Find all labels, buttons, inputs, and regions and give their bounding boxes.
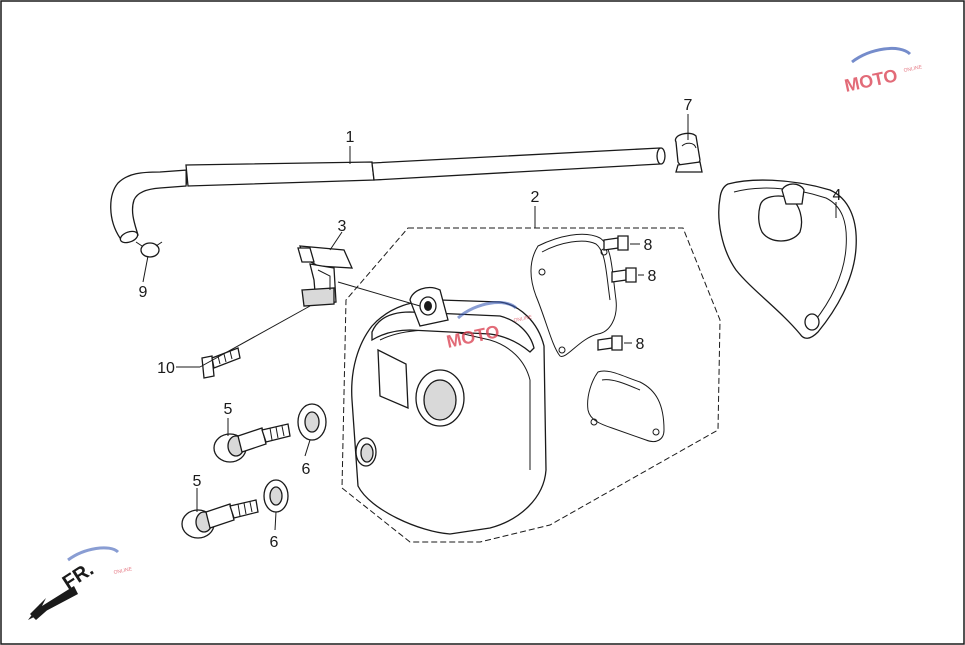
callout-3: 3 xyxy=(338,218,347,235)
leader-lines xyxy=(142,114,837,531)
watermark-sub-center: ONLINE xyxy=(513,314,533,324)
cover-assembly-boundary xyxy=(341,227,721,543)
swoosh-icon-bottom xyxy=(67,546,120,562)
hose-clip-part xyxy=(674,132,703,173)
hose-clamp-part xyxy=(135,241,163,258)
callout-9: 9 xyxy=(139,284,148,301)
callout-1: 1 xyxy=(346,129,355,146)
nut-part-upper xyxy=(297,403,327,441)
callout-7: 7 xyxy=(684,97,693,114)
watermark-sub-top-right: ONLINE xyxy=(903,64,923,74)
front-direction-indicator: FR. xyxy=(28,558,98,620)
hose-bracket-part xyxy=(297,245,354,307)
callout-6-upper: 6 xyxy=(302,461,311,478)
callout-8-middle: 8 xyxy=(648,268,657,285)
nut-part-lower xyxy=(263,479,289,513)
callout-5-lower: 5 xyxy=(193,473,202,490)
swoosh-icon xyxy=(851,47,912,64)
callout-labels: 1 2 3 4 5 5 6 6 7 8 8 8 9 10 xyxy=(139,97,842,551)
callout-4: 4 xyxy=(833,187,842,204)
cover-plate-part xyxy=(718,179,857,339)
flange-bolt-part-upper xyxy=(213,423,291,463)
callout-8-bottom: 8 xyxy=(636,336,645,353)
breather-hose-part xyxy=(110,147,666,244)
callout-6-lower: 6 xyxy=(270,534,279,551)
screw-part-c xyxy=(597,335,623,351)
upper-cover-gasket-part xyxy=(530,233,617,357)
front-label: FR. xyxy=(59,558,98,594)
callout-8-top: 8 xyxy=(644,237,653,254)
screw-part-b xyxy=(611,267,637,283)
lower-cover-gasket-part xyxy=(587,370,665,443)
screw-part-a xyxy=(603,235,629,251)
cylinder-head-cover-part xyxy=(351,286,547,535)
callout-2: 2 xyxy=(531,189,540,206)
swoosh-icon-center xyxy=(457,301,518,320)
watermark-sub-bottom-left: ONLINE xyxy=(113,566,133,576)
callout-10: 10 xyxy=(157,360,175,377)
watermark-logo-bottom-left: ONLINE xyxy=(67,546,133,576)
flange-bolt-part-lower xyxy=(181,499,259,539)
bolt-part xyxy=(201,347,241,379)
watermark-logo-top-right: MOTO ONLINE xyxy=(843,47,923,96)
watermark-text-top-right: MOTO xyxy=(843,65,900,96)
callout-5-upper: 5 xyxy=(224,401,233,418)
